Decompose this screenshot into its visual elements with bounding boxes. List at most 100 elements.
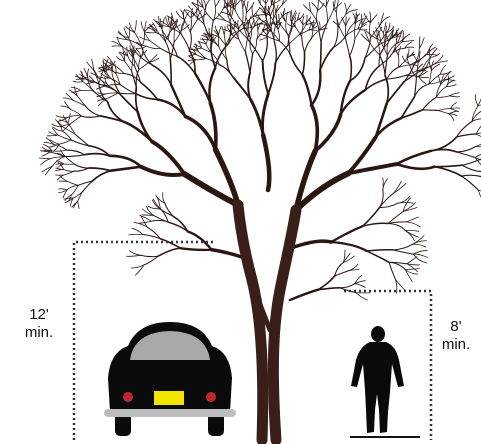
tree-branch bbox=[394, 181, 402, 193]
tree-branch bbox=[350, 38, 356, 56]
tree-branch bbox=[438, 109, 450, 111]
tree-branch bbox=[363, 223, 389, 226]
tree-branch bbox=[270, 16, 271, 27]
tree-branch bbox=[41, 159, 50, 165]
tree-branch bbox=[190, 32, 192, 51]
tree-branch bbox=[302, 53, 304, 75]
tree-branch bbox=[68, 114, 70, 124]
tree-branch bbox=[273, 5, 274, 18]
tree-branch bbox=[446, 76, 448, 87]
tree-branch bbox=[347, 29, 358, 35]
tree-branch bbox=[356, 293, 367, 300]
tree-branch bbox=[255, 0, 261, 4]
tree-branch bbox=[250, 39, 253, 53]
tree-branch bbox=[82, 72, 83, 82]
tree-branch bbox=[358, 29, 367, 30]
car-tail-light-right bbox=[206, 392, 216, 402]
tree-branch bbox=[331, 226, 362, 242]
tree-branch bbox=[389, 262, 396, 280]
tree-branch bbox=[342, 17, 346, 26]
tree-branch bbox=[412, 241, 426, 245]
tree-branch bbox=[462, 175, 481, 176]
tree-branch bbox=[132, 71, 137, 87]
tree-branch bbox=[112, 46, 122, 47]
tree-branch bbox=[146, 32, 156, 33]
tree-branch bbox=[82, 116, 100, 117]
tree-branch bbox=[47, 135, 58, 136]
tree-branch bbox=[156, 196, 165, 204]
pedestrian-clearance-label: 8' min. bbox=[434, 318, 478, 354]
tree-branch bbox=[405, 270, 412, 282]
tree-branch bbox=[66, 157, 75, 164]
tree-branch bbox=[449, 111, 457, 114]
tree-trunks bbox=[238, 205, 296, 440]
tree-branch bbox=[160, 239, 181, 249]
tree-branch bbox=[266, 0, 271, 3]
tree-branch bbox=[318, 1, 319, 11]
tree-branch bbox=[380, 190, 384, 207]
tree-branch bbox=[74, 164, 89, 168]
tree-branch bbox=[405, 230, 419, 231]
tree-branch bbox=[275, 45, 288, 63]
tree-branch bbox=[127, 255, 141, 256]
tree-branch bbox=[149, 40, 160, 48]
tree-branch bbox=[476, 122, 481, 134]
tree-branch bbox=[397, 164, 435, 169]
tree-branch bbox=[196, 58, 206, 60]
tree-branch bbox=[174, 29, 175, 42]
pedestrian-body bbox=[351, 342, 404, 433]
tree-branch bbox=[120, 85, 135, 94]
tree-branch bbox=[227, 60, 234, 78]
car-tail-light-left bbox=[123, 392, 133, 402]
tree-branch bbox=[398, 55, 399, 67]
tree-branch bbox=[177, 56, 195, 73]
tree-branch bbox=[350, 58, 365, 80]
tree-branch bbox=[74, 168, 89, 171]
tree-branch bbox=[110, 156, 141, 167]
tree-branch bbox=[158, 248, 181, 256]
tree-branch bbox=[268, 63, 275, 93]
tree-branch bbox=[170, 59, 171, 84]
tree-branch bbox=[183, 10, 184, 21]
tree-branch bbox=[181, 34, 190, 50]
tree-branch bbox=[405, 269, 419, 270]
tree-branch bbox=[70, 109, 82, 116]
tree-branch bbox=[67, 150, 85, 155]
tree-branch bbox=[397, 151, 431, 164]
tree-branch bbox=[71, 88, 80, 91]
car-bumper bbox=[104, 409, 236, 417]
tree-branch bbox=[209, 68, 215, 103]
tree-branch bbox=[235, 9, 243, 22]
tree-branch bbox=[252, 6, 253, 17]
tree-branch bbox=[462, 176, 479, 190]
tree-branch bbox=[475, 95, 478, 106]
tree-branch bbox=[280, 25, 288, 36]
tree-branch bbox=[326, 7, 327, 23]
tree-branch bbox=[53, 127, 62, 131]
tree-branch bbox=[345, 3, 347, 14]
tree-branch bbox=[56, 116, 67, 118]
tree-branch bbox=[67, 181, 78, 185]
tree-branch bbox=[451, 108, 460, 109]
pedestrian-clearance-value: 8' bbox=[434, 318, 478, 336]
tree-branch bbox=[365, 66, 379, 90]
tree-branch bbox=[263, 36, 268, 61]
tree-branch bbox=[385, 56, 387, 76]
pedestrian-icon bbox=[351, 326, 404, 433]
tree-branch bbox=[436, 96, 449, 98]
tree-branch bbox=[142, 32, 145, 47]
tree-branch bbox=[387, 82, 404, 104]
pedestrian-head bbox=[371, 326, 385, 342]
tree-branch bbox=[457, 134, 477, 137]
tree-branch bbox=[419, 77, 429, 78]
tree-branch bbox=[440, 72, 451, 75]
tree-branch bbox=[195, 73, 210, 103]
tree-branch bbox=[270, 0, 271, 5]
tree-branch bbox=[222, 27, 224, 35]
tree-branch bbox=[434, 165, 462, 167]
tree-branch bbox=[438, 75, 440, 84]
tree-branch bbox=[457, 152, 475, 158]
tree-branch bbox=[320, 48, 333, 70]
tree-branch bbox=[125, 61, 132, 71]
pedestrian-clearance-unit: min. bbox=[434, 336, 478, 354]
